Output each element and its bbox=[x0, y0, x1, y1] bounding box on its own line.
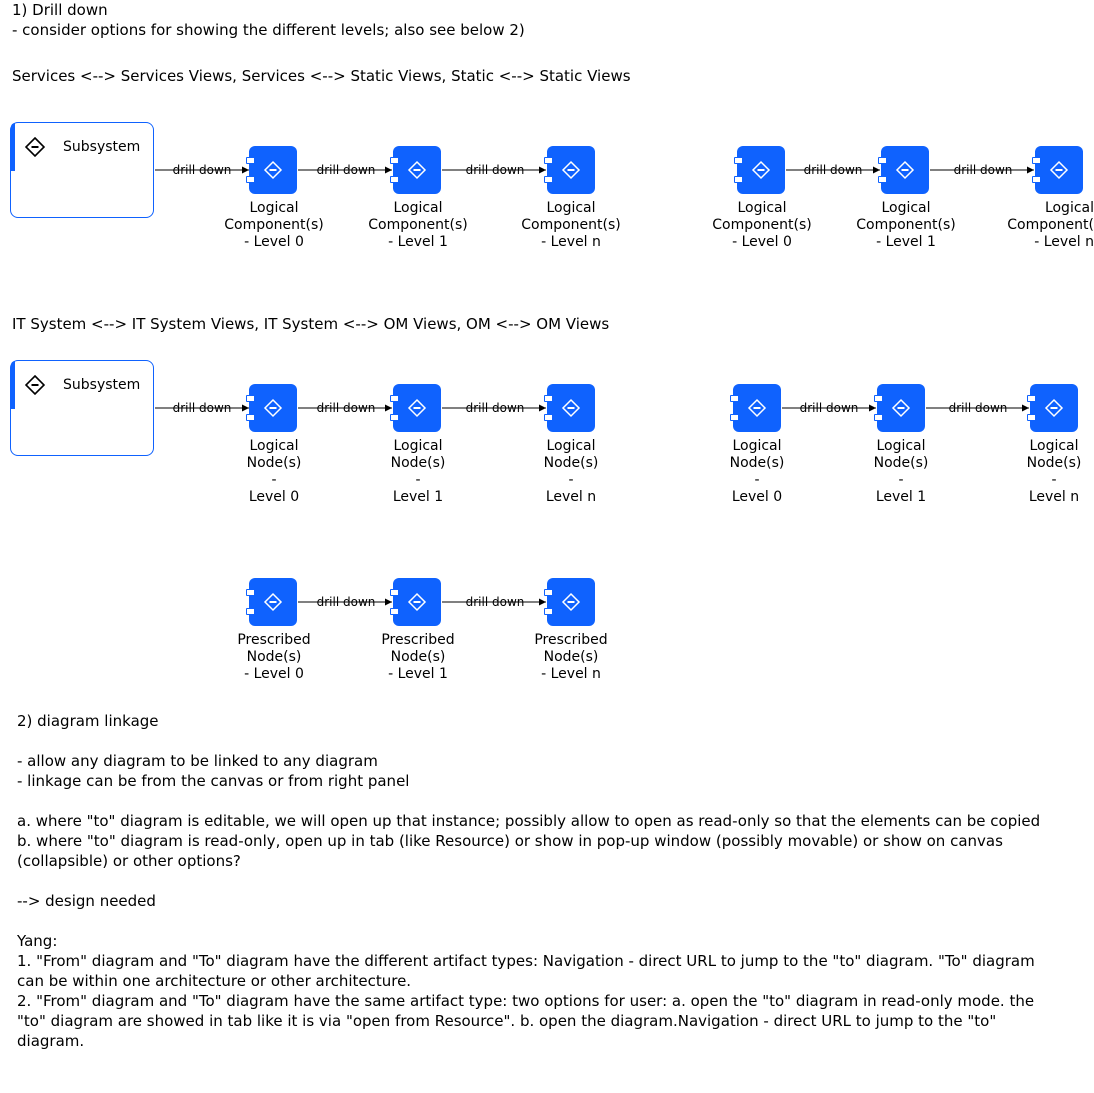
logical-component-node[interactable] bbox=[734, 146, 785, 194]
logical-node[interactable] bbox=[390, 384, 441, 432]
node-icon bbox=[407, 592, 427, 612]
subsystem-accent-bar bbox=[11, 361, 15, 409]
node-icon bbox=[561, 398, 581, 418]
node-label: Logical Node(s) - Level 0 bbox=[246, 438, 302, 505]
drill-down-label: drill down bbox=[804, 163, 863, 177]
drill-down-label: drill down bbox=[466, 595, 525, 609]
prescribed-node[interactable] bbox=[246, 578, 297, 626]
node-label: Logical Component(s) - Level 0 bbox=[712, 200, 812, 250]
node-icon bbox=[263, 592, 283, 612]
subsystem-label: Subsystem bbox=[63, 139, 141, 155]
node-label: Logical Node(s) - Level n bbox=[543, 438, 599, 505]
component-icon bbox=[407, 160, 427, 180]
node-icon bbox=[263, 398, 283, 418]
logical-node[interactable] bbox=[1027, 384, 1078, 432]
node-label: Logical Component(s) - Level 1 bbox=[856, 200, 956, 250]
node-label: Logical Node(s) - Level n bbox=[1026, 438, 1082, 505]
drill-down-label: drill down bbox=[800, 401, 859, 415]
component-icon bbox=[751, 160, 771, 180]
notes-paragraph: a. where "to" diagram is editable, we wi… bbox=[17, 812, 1041, 870]
node-icon bbox=[561, 592, 581, 612]
logical-component-node[interactable] bbox=[390, 146, 441, 194]
drill-down-subheading: - consider options for showing the diffe… bbox=[12, 21, 525, 39]
logical-component-node[interactable] bbox=[878, 146, 929, 194]
component-icon bbox=[1049, 160, 1069, 180]
node-label: Logical Node(s) - Level 1 bbox=[873, 438, 929, 505]
subsystem-accent-bar bbox=[11, 123, 15, 171]
logical-node[interactable] bbox=[544, 384, 595, 432]
notes-paragraph: Yang: 1. "From" diagram and "To" diagram… bbox=[17, 932, 1035, 1050]
node-label: Prescribed Node(s) - Level 1 bbox=[381, 632, 455, 682]
node-label: Logical Component(s) - Level n bbox=[521, 200, 621, 250]
node-label: Logical Component( - Level n bbox=[1007, 200, 1094, 250]
node-label: Logical Node(s) - Level 0 bbox=[729, 438, 785, 505]
component-icon bbox=[561, 160, 581, 180]
notes-heading: 2) diagram linkage bbox=[17, 712, 159, 730]
subsystem-label: Subsystem bbox=[63, 377, 141, 393]
node-icon bbox=[891, 398, 911, 418]
drill-down-label: drill down bbox=[317, 163, 376, 177]
logical-component-node[interactable] bbox=[246, 146, 297, 194]
subsystem-icon bbox=[25, 375, 45, 395]
drill-down-label: drill down bbox=[317, 595, 376, 609]
node-icon bbox=[747, 398, 767, 418]
logical-node[interactable] bbox=[874, 384, 925, 432]
node-label: Logical Component(s) - Level 0 bbox=[224, 200, 324, 250]
services-caption: Services <--> Services Views, Services <… bbox=[12, 67, 631, 85]
subsystem-box[interactable]: Subsystem bbox=[10, 122, 154, 218]
component-icon bbox=[895, 160, 915, 180]
drill-down-label: drill down bbox=[173, 163, 232, 177]
drill-down-label: drill down bbox=[466, 401, 525, 415]
drill-down-label: drill down bbox=[954, 163, 1013, 177]
diagram-linkage-notes: 2) diagram linkage - allow any diagram t… bbox=[17, 711, 1057, 1051]
drill-down-label: drill down bbox=[466, 163, 525, 177]
node-label: Logical Component(s) - Level 1 bbox=[368, 200, 468, 250]
node-icon bbox=[1044, 398, 1064, 418]
subsystem-icon bbox=[25, 137, 45, 157]
logical-node[interactable] bbox=[246, 384, 297, 432]
logical-component-node[interactable] bbox=[1032, 146, 1083, 194]
node-icon bbox=[407, 398, 427, 418]
subsystem-box[interactable]: Subsystem bbox=[10, 360, 154, 456]
node-label: Logical Node(s) - Level 1 bbox=[390, 438, 446, 505]
drill-down-label: drill down bbox=[317, 401, 376, 415]
node-label: Prescribed Node(s) - Level n bbox=[534, 632, 608, 682]
node-label: Prescribed Node(s) - Level 0 bbox=[237, 632, 311, 682]
prescribed-node[interactable] bbox=[544, 578, 595, 626]
logical-node[interactable] bbox=[730, 384, 781, 432]
notes-paragraph: --> design needed bbox=[17, 892, 156, 910]
logical-component-node[interactable] bbox=[544, 146, 595, 194]
drill-down-label: drill down bbox=[173, 401, 232, 415]
it-system-caption: IT System <--> IT System Views, IT Syste… bbox=[12, 315, 610, 333]
prescribed-node[interactable] bbox=[390, 578, 441, 626]
component-icon bbox=[263, 160, 283, 180]
drill-down-label: drill down bbox=[949, 401, 1008, 415]
notes-paragraph: - allow any diagram to be linked to any … bbox=[17, 752, 410, 790]
drill-down-heading: 1) Drill down bbox=[12, 1, 108, 19]
